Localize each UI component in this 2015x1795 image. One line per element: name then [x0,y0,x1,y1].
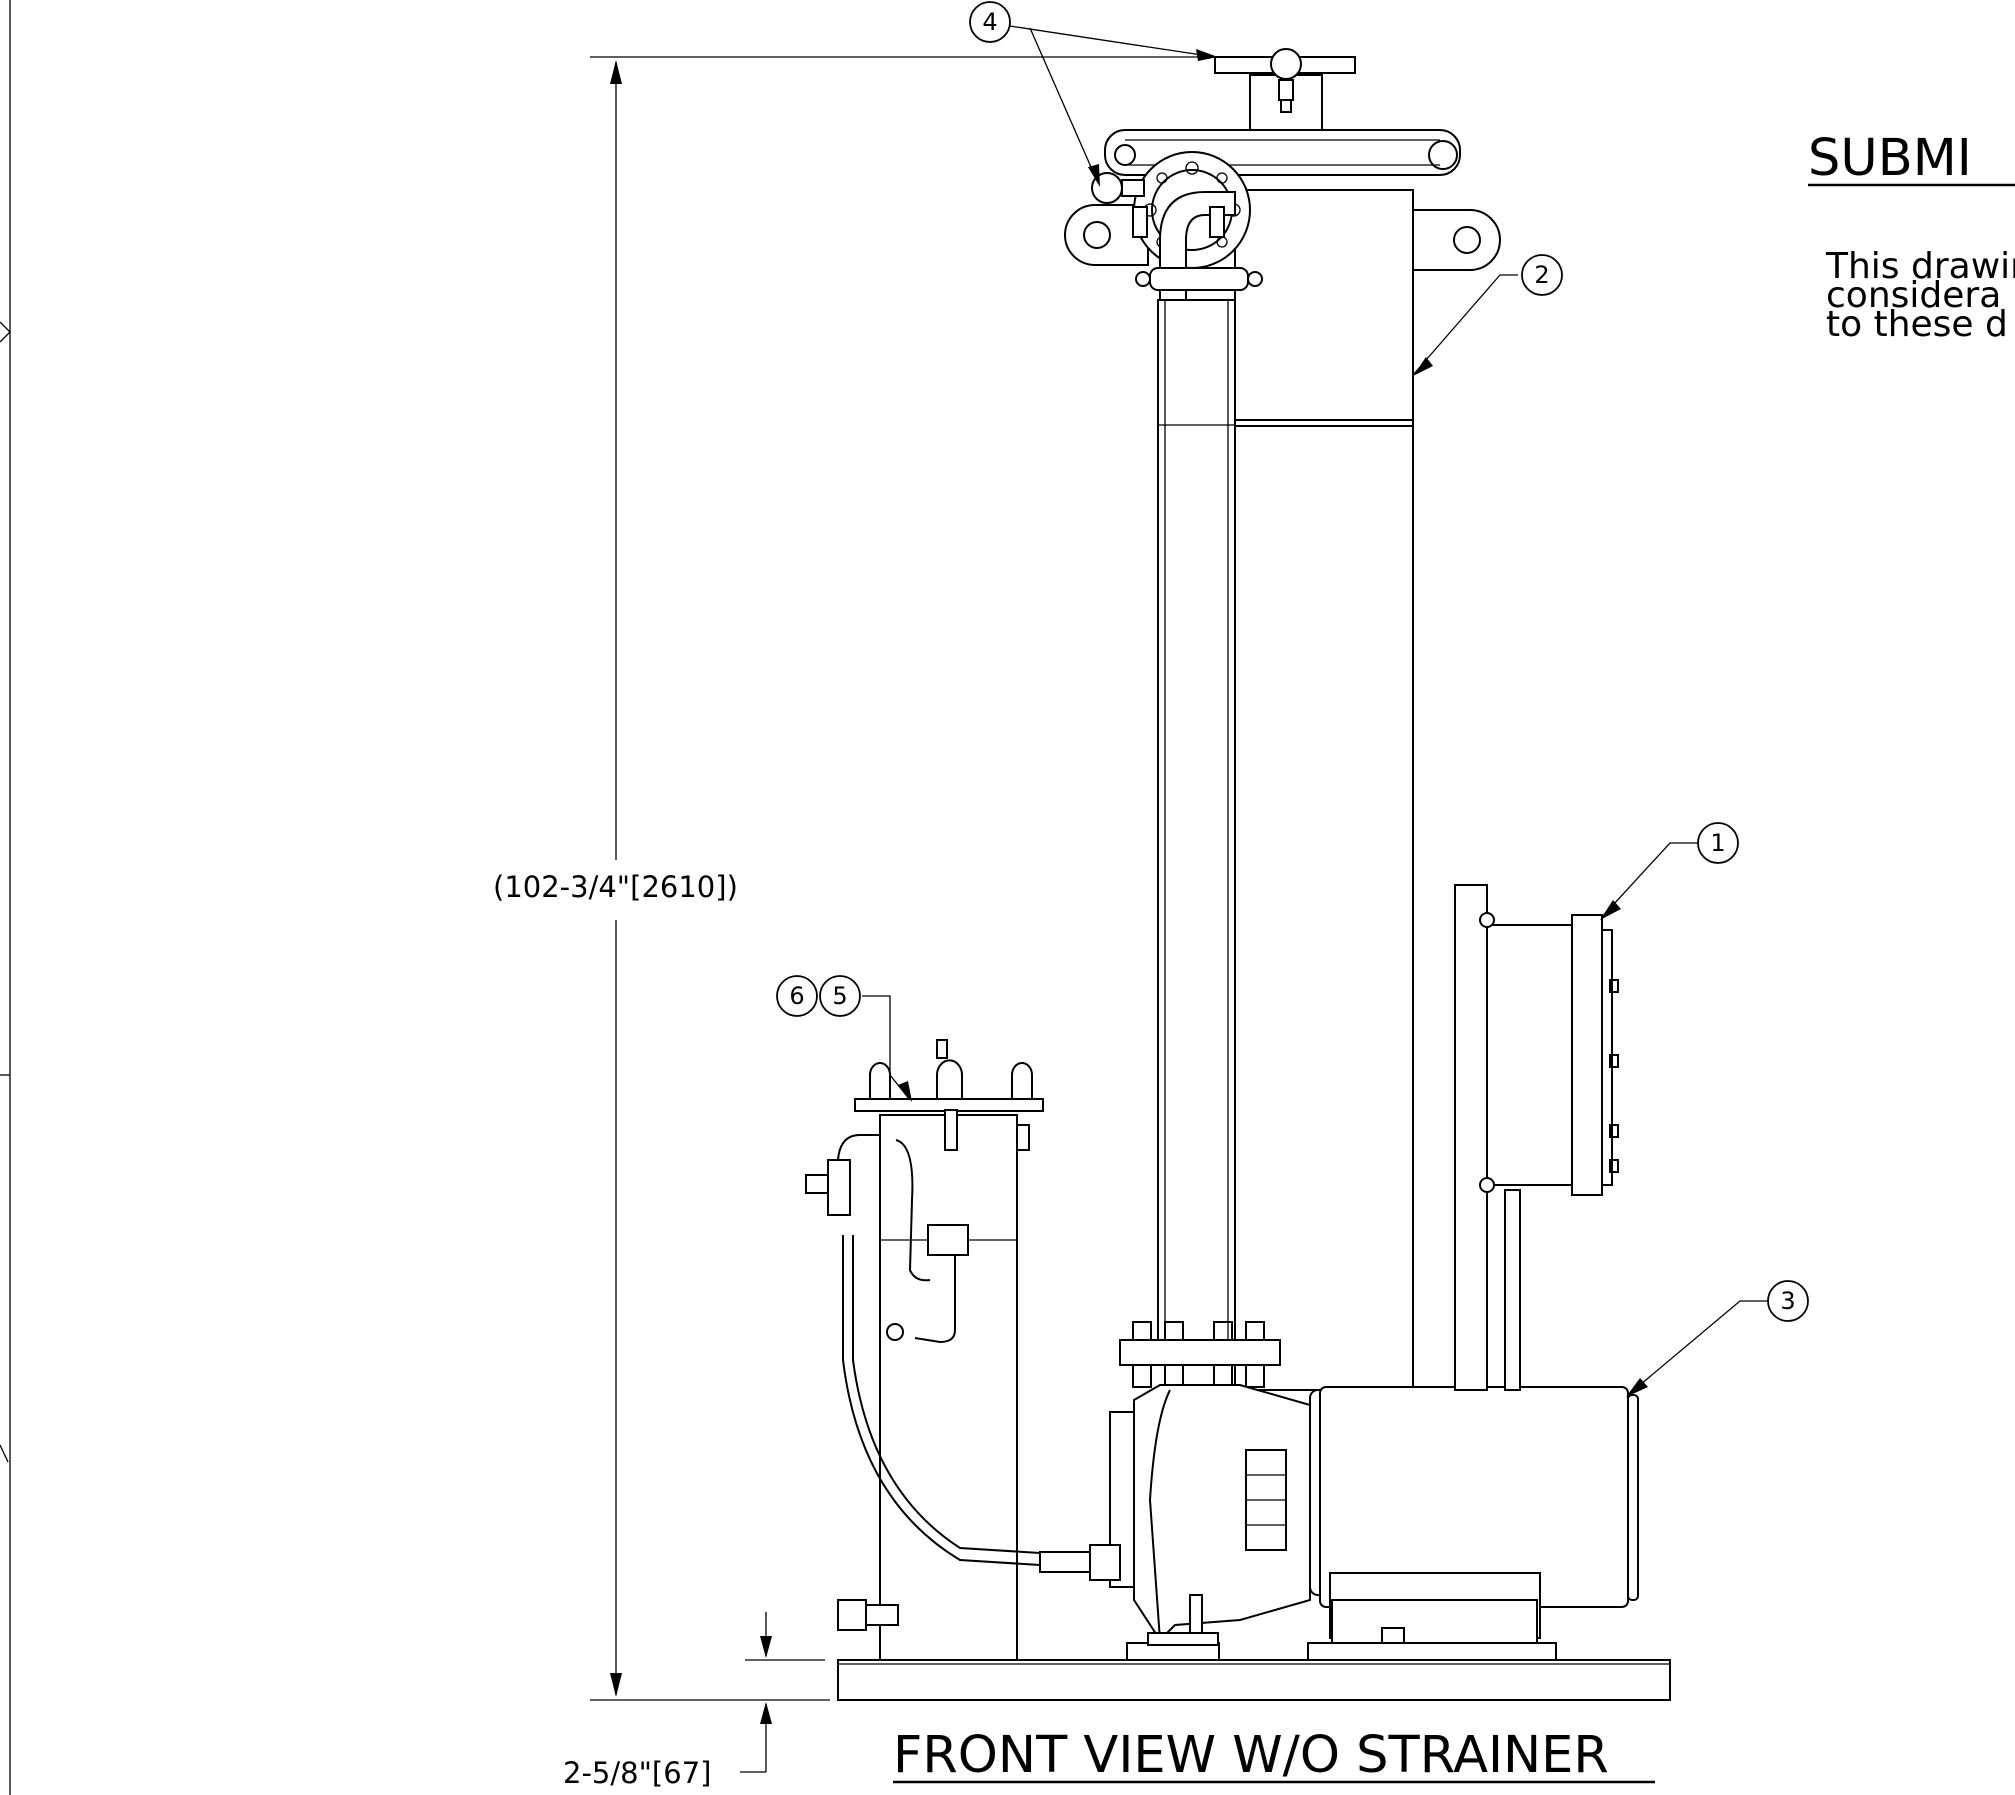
notes-line-2: considera [1826,275,2001,316]
overall-height-label: (102-3/4"[2610]) [493,870,738,904]
base-height-label: 2-5/8"[67] [563,1756,711,1790]
discharge-flange [1119,1321,1281,1388]
balloon-1: 1 [1697,822,1739,864]
svg-text:3: 3 [1780,1287,1795,1315]
balloon-6: 6 [776,975,818,1017]
overall-height-dimension [590,56,1220,1701]
sheet-border [0,0,11,1795]
view-title: FRONT VIEW W/O STRAINER [893,1726,1609,1785]
svg-text:2: 2 [1534,261,1549,289]
base-skid [837,1642,1671,1701]
pump-casing [1109,1384,1311,1646]
column-assembly [1064,48,1501,1391]
notes-line-1: This drawin [1825,246,2015,287]
balloon-leaders [862,24,1768,1397]
svg-text:6: 6 [789,982,804,1010]
notes-line-3: to these d [1826,304,2008,345]
svg-text:1: 1 [1710,829,1725,857]
svg-text:4: 4 [982,8,997,36]
balloon-4: 4 [969,1,1011,43]
filter-housing [805,1039,1121,1661]
submittal-heading: SUBMI [1808,129,1972,188]
control-panel [1454,884,1619,1391]
balloon-3: 3 [1767,1280,1809,1322]
base-height-dimension [740,1612,825,1773]
balloon-5: 5 [819,975,861,1017]
balloon-2: 2 [1521,254,1563,296]
motor [1309,1386,1639,1644]
svg-text:5: 5 [832,982,847,1010]
